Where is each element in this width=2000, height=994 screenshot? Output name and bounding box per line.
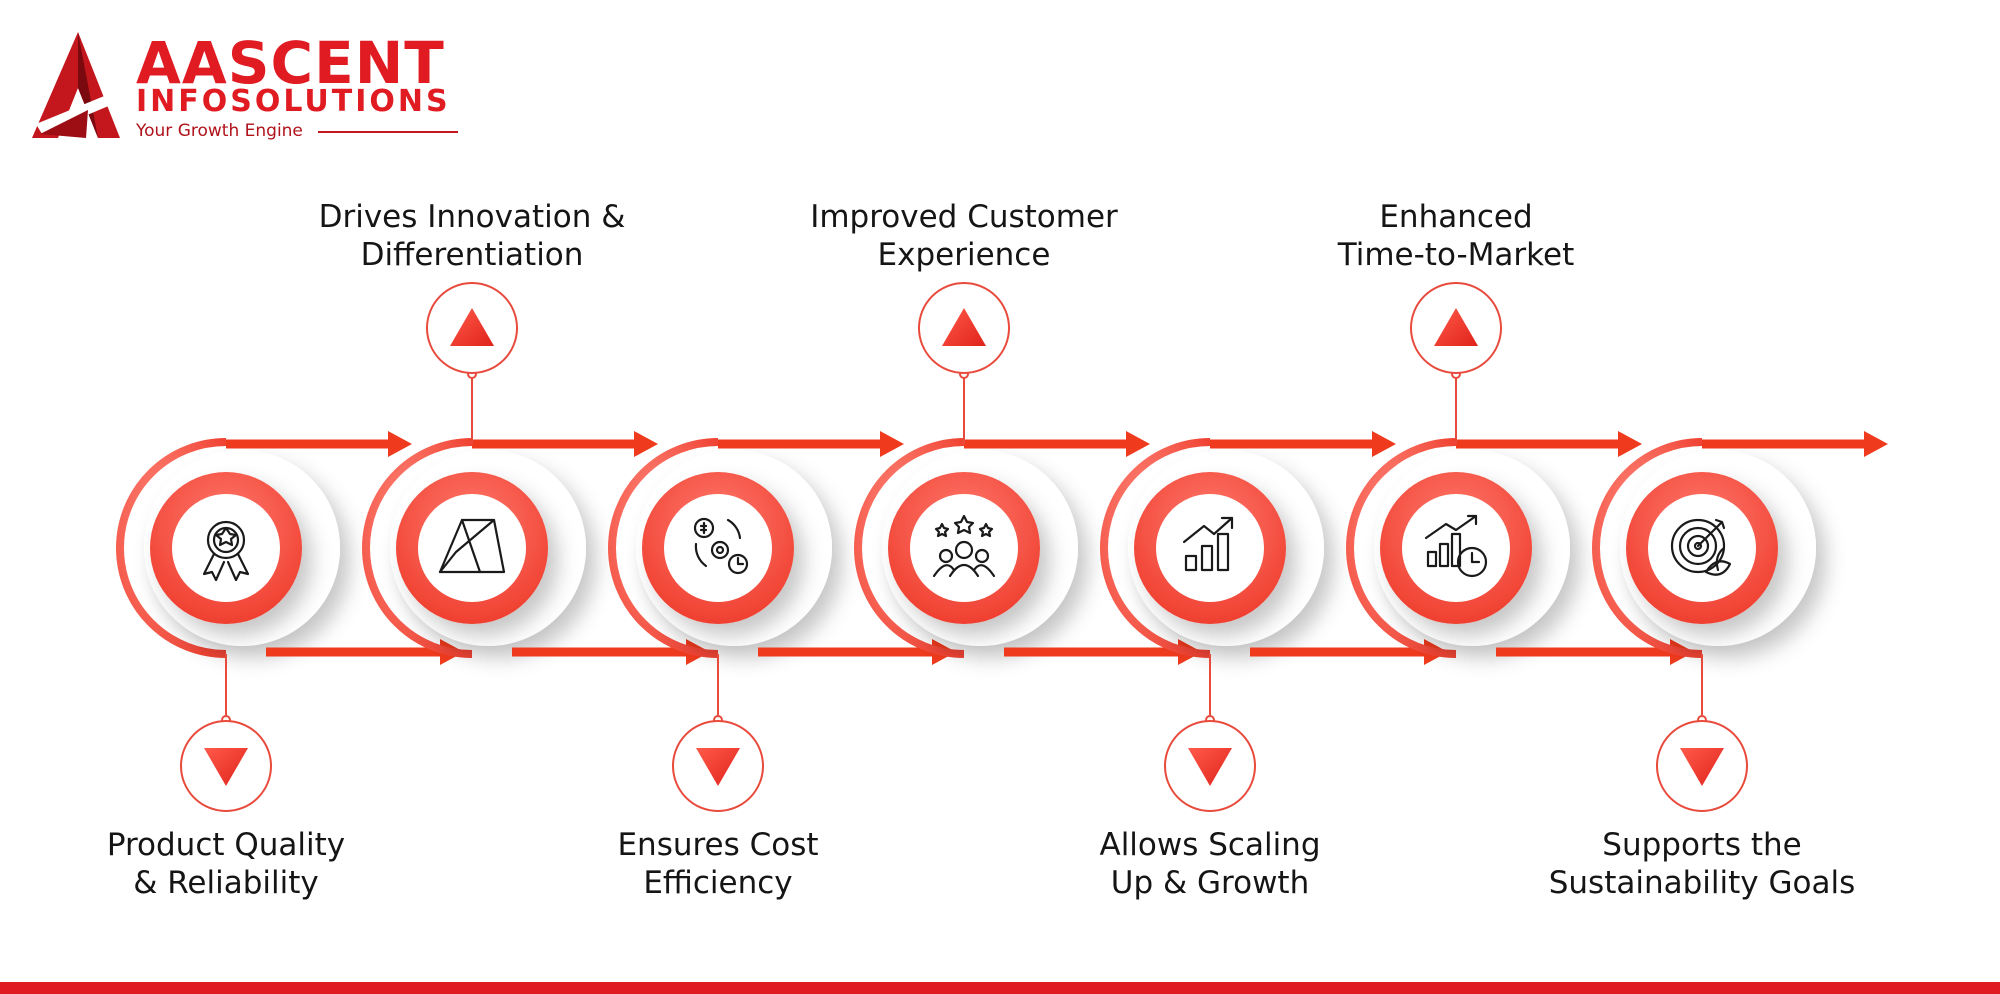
logo-mark-icon <box>32 32 120 138</box>
step-title-line1: Ensures Cost <box>617 827 819 863</box>
arrowhead-icon <box>1126 431 1150 457</box>
swirl-ring <box>116 438 227 658</box>
triangle-down-icon <box>696 748 740 786</box>
chart-clock-icon <box>1424 514 1488 578</box>
swirl-ring <box>1346 438 1457 658</box>
swirl-ring <box>1592 438 1703 658</box>
process-step-3 <box>608 431 956 812</box>
swirl-ring <box>1100 438 1211 658</box>
logo-name-line1: AASCENT <box>136 29 445 97</box>
triangle-up-icon <box>1434 308 1478 346</box>
step-title-line1: Allows Scaling <box>1099 827 1321 863</box>
arrowhead-icon <box>388 431 412 457</box>
step-title-line2: Efficiency <box>643 865 793 901</box>
step-title-line2: Differentiation <box>360 237 584 273</box>
footer-bar <box>0 982 2000 994</box>
process-step-2 <box>362 282 710 665</box>
step-icon-holder <box>910 494 1018 602</box>
process-step-6 <box>1346 282 1694 665</box>
process-step-1 <box>116 431 464 812</box>
step-title-line1: Drives Innovation & <box>318 199 626 235</box>
arrowhead-icon <box>1864 431 1888 457</box>
step-title-line2: Experience <box>877 237 1051 273</box>
logo-tagline-rule <box>318 131 458 133</box>
step-title-line2: & Reliability <box>133 865 319 901</box>
arrowhead-icon <box>1618 431 1642 457</box>
step-icon-holder <box>1402 494 1510 602</box>
arrowhead-icon <box>634 431 658 457</box>
company-logo: AASCENT INFOSOLUTIONS Your Growth Engine <box>28 28 458 148</box>
triangle-up-icon <box>942 308 986 346</box>
step-title-line2: Sustainability Goals <box>1548 865 1856 901</box>
3d-shape-icon <box>438 518 506 574</box>
award-medal-icon <box>202 520 250 582</box>
logo-tagline: Your Growth Engine <box>136 121 303 141</box>
arrowhead-icon <box>880 431 904 457</box>
swirl-ring <box>362 438 473 658</box>
triangle-up-icon <box>450 308 494 346</box>
logo-name-line2: INFOSOLUTIONS <box>136 84 451 119</box>
process-step-5 <box>1100 431 1448 812</box>
step-label: Product Quality& Reliability <box>46 826 406 902</box>
triangle-down-icon <box>1188 748 1232 786</box>
customer-stars-icon <box>932 514 996 578</box>
cost-gear-clock-icon <box>693 517 749 575</box>
step-title-line1: Supports the <box>1602 827 1802 863</box>
triangle-down-icon <box>204 748 248 786</box>
step-title-line1: Product Quality <box>106 827 346 863</box>
target-leaf-icon <box>1670 518 1732 576</box>
step-title-line2: Time-to-Market <box>1337 237 1575 273</box>
growth-chart-icon <box>1182 516 1234 572</box>
process-step-4 <box>854 282 1202 665</box>
arrowhead-icon <box>1372 431 1396 457</box>
step-icon-holder <box>172 494 280 602</box>
process-step-7 <box>1592 431 1888 812</box>
step-icon-holder <box>1648 494 1756 602</box>
triangle-down-icon <box>1680 748 1724 786</box>
swirl-ring <box>608 438 719 658</box>
step-label: Drives Innovation &Differentiation <box>292 198 652 274</box>
swirl-ring <box>854 438 965 658</box>
step-title-line1: Improved Customer <box>810 199 1118 235</box>
step-icon-holder <box>1156 494 1264 602</box>
step-title-line2: Up & Growth <box>1110 865 1310 901</box>
step-title-line1: Enhanced <box>1379 199 1533 235</box>
